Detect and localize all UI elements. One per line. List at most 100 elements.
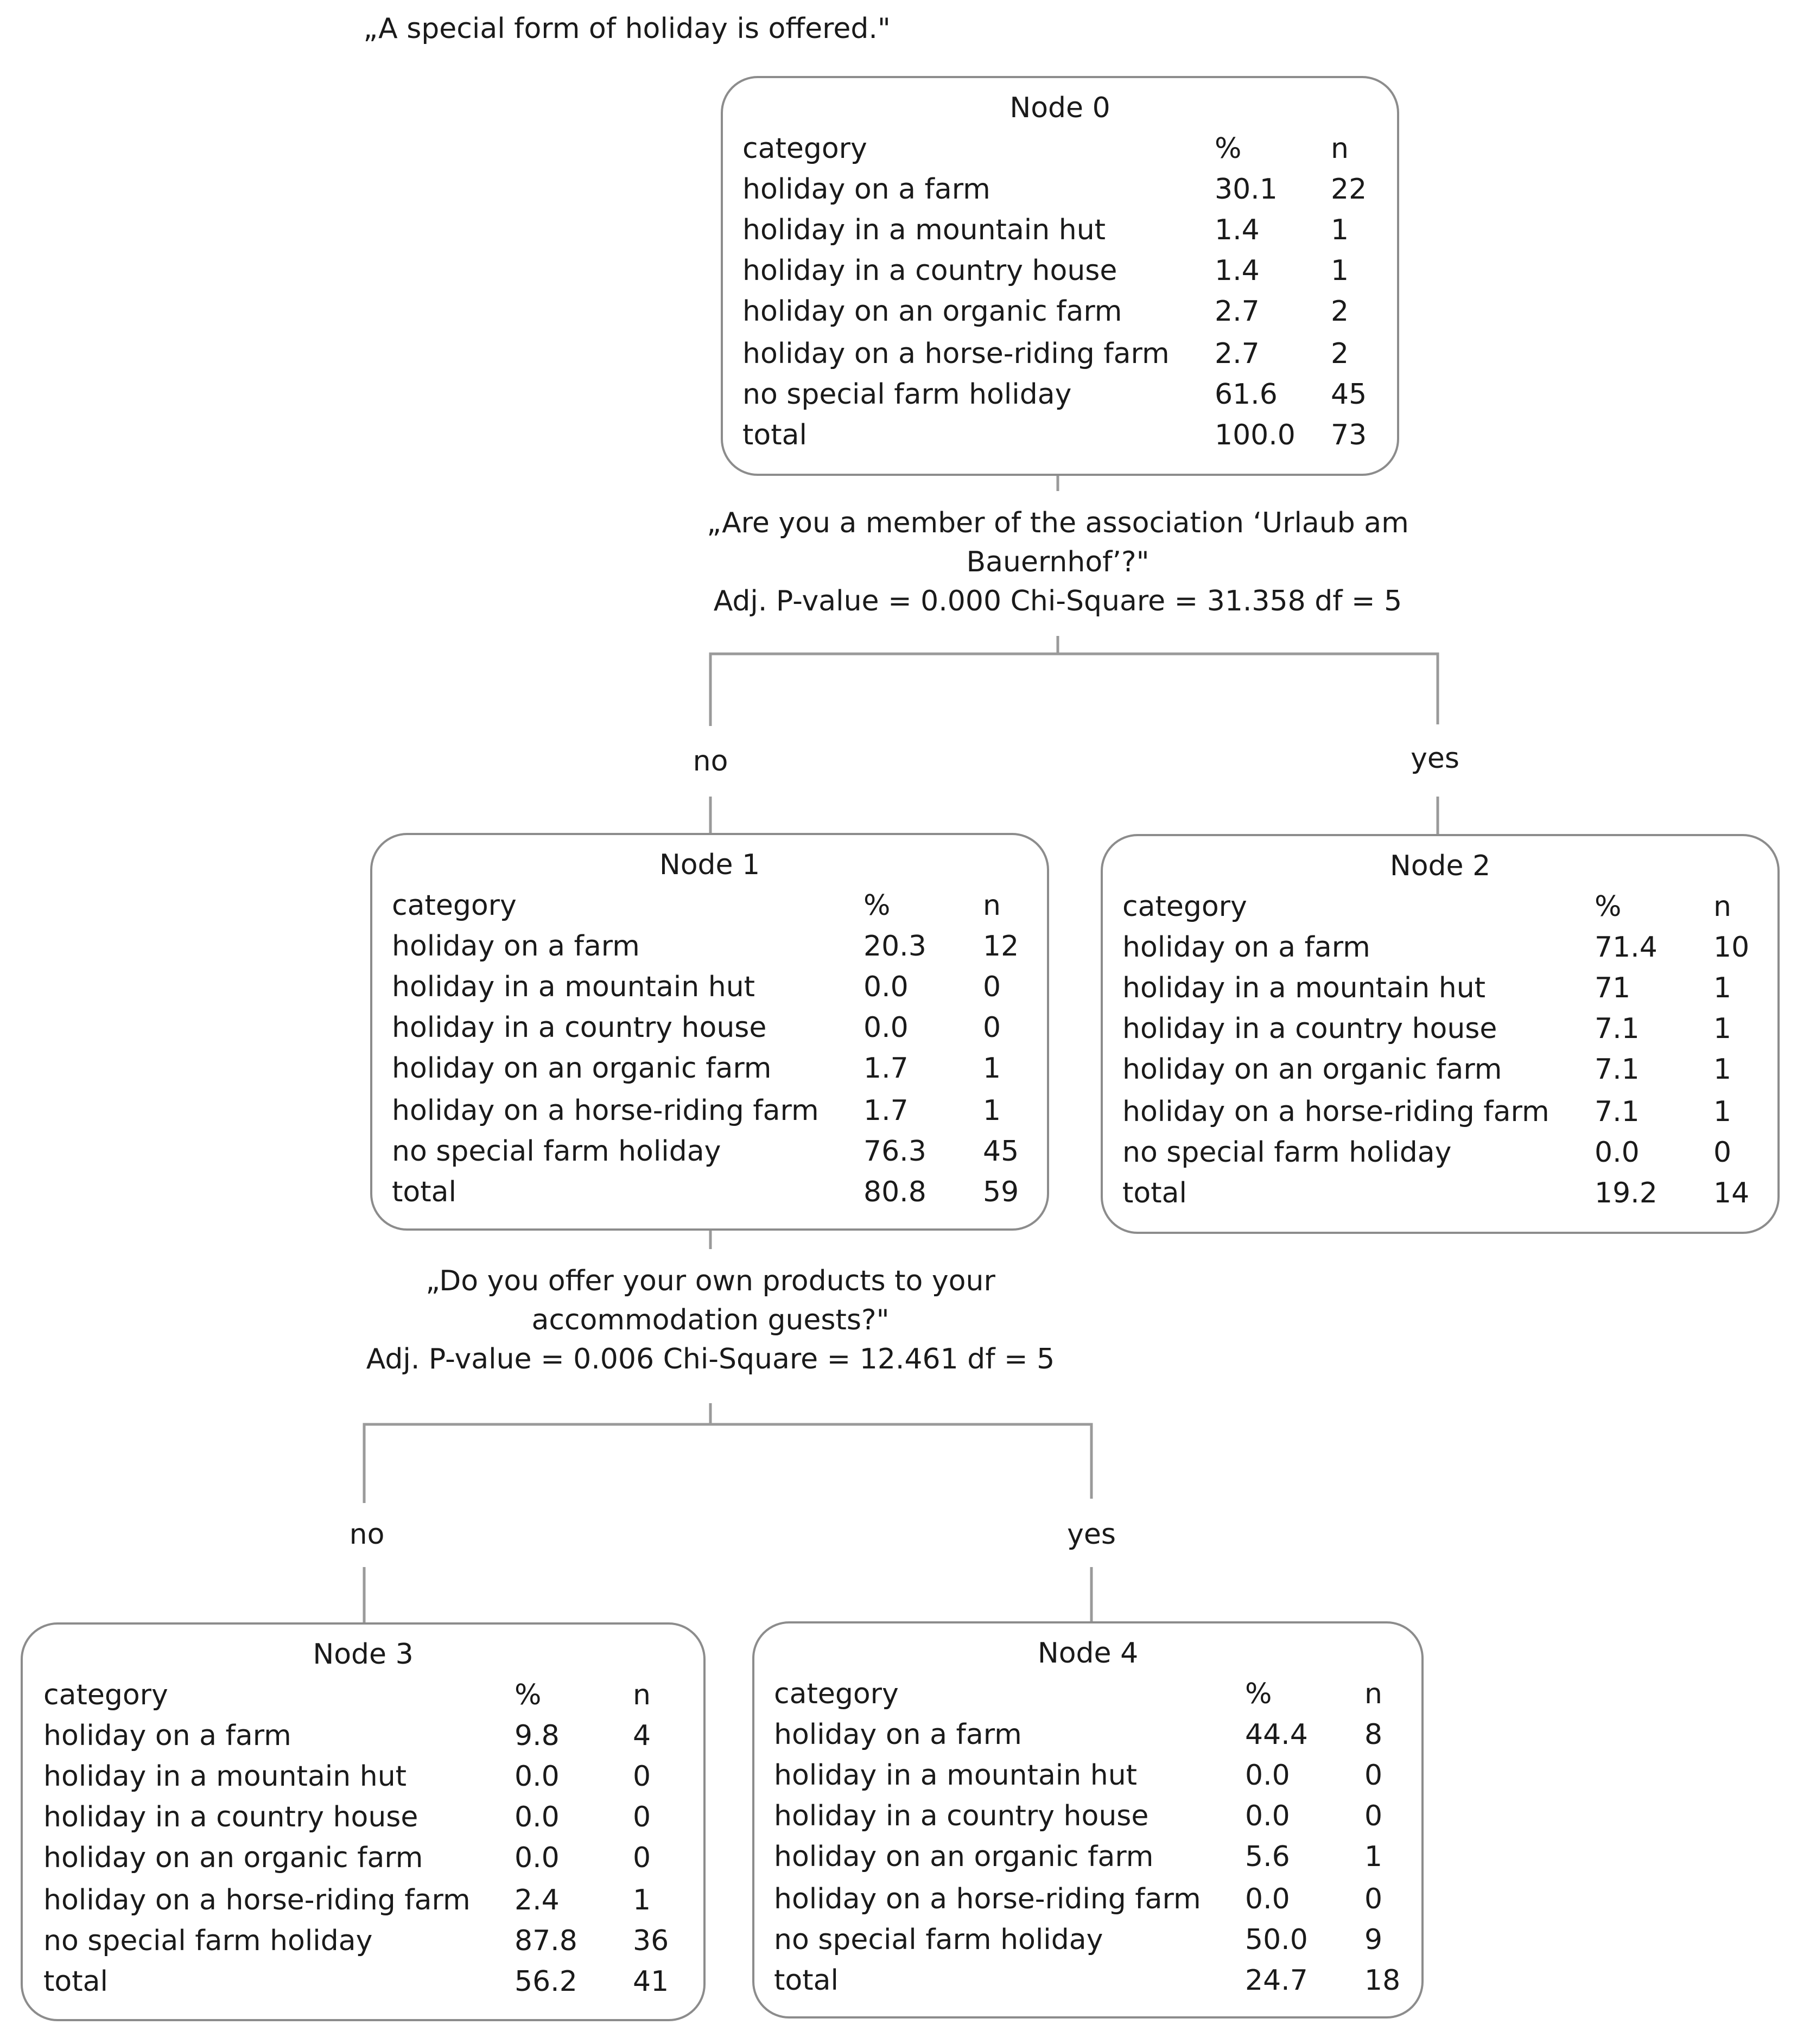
- row-category: holiday on a farm: [774, 1718, 1022, 1751]
- row-category: holiday on a farm: [742, 173, 990, 206]
- row-category: holiday on a horse-riding farm: [742, 338, 1170, 370]
- row-percent: 0.0: [863, 1011, 909, 1044]
- row-percent: 30.1: [1215, 173, 1278, 206]
- chart-title: „A special form of holiday is offered.": [363, 12, 891, 45]
- row-percent: 71.4: [1595, 931, 1658, 964]
- row-percent: 1.7: [863, 1052, 909, 1085]
- row-category: holiday in a country house: [43, 1801, 418, 1833]
- row-percent: 76.3: [863, 1135, 926, 1168]
- row-n: 1: [1364, 1841, 1383, 1873]
- node-title: Node 4: [1037, 1637, 1139, 1670]
- row-n: 1: [1713, 972, 1732, 1004]
- branch-label-yes: yes: [1381, 740, 1489, 778]
- node-total-row: total 24.7 18: [754, 1962, 1421, 2000]
- row-n: 0: [1364, 1800, 1383, 1832]
- tree-node-1: Node 1 category % n holiday on a farm 20…: [370, 833, 1049, 1231]
- tree-node-4: Node 4 category % n holiday on a farm 44…: [752, 1621, 1424, 2018]
- node-row: holiday on a farm 9.8 4: [23, 1717, 703, 1755]
- row-n: 45: [983, 1135, 1019, 1168]
- row-n: 41: [633, 1965, 669, 1998]
- row-percent: 1.4: [1215, 254, 1260, 287]
- tree-node-0: Node 0 category % n holiday on a farm 30…: [721, 76, 1399, 476]
- header-n: n: [633, 1679, 651, 1711]
- node-row: no special farm holiday 76.3 45: [372, 1132, 1047, 1170]
- row-percent: 0.0: [515, 1760, 560, 1793]
- row-n: 36: [633, 1925, 669, 1957]
- row-n: 0: [983, 1011, 1001, 1044]
- row-category: holiday in a country house: [1122, 1013, 1497, 1045]
- row-percent: 7.1: [1595, 1096, 1640, 1128]
- row-category: holiday on a horse-riding farm: [392, 1094, 819, 1127]
- row-n: 4: [633, 1720, 651, 1752]
- row-category: holiday in a country house: [742, 254, 1117, 287]
- row-percent: 5.6: [1245, 1841, 1290, 1873]
- row-category: total: [774, 1964, 839, 1997]
- node-row: holiday in a mountain hut 71 1: [1103, 969, 1777, 1007]
- node-row: no special farm holiday 61.6 45: [723, 375, 1397, 413]
- split-stats: Adj. P-value = 0.000 Chi-Square = 31.358…: [713, 585, 1402, 617]
- node-total-row: total 19.2 14: [1103, 1174, 1777, 1212]
- row-percent: 1.4: [1215, 214, 1260, 246]
- node-header-row: category % n: [23, 1676, 703, 1714]
- node-row: holiday in a country house 0.0 0: [754, 1797, 1421, 1835]
- header-percent: %: [1595, 890, 1622, 923]
- row-percent: 44.4: [1245, 1718, 1308, 1751]
- node-row: holiday on a horse-riding farm 1.7 1: [372, 1092, 1047, 1130]
- row-category: holiday on a farm: [392, 930, 640, 963]
- row-n: 1: [633, 1884, 651, 1916]
- row-category: holiday on a farm: [43, 1720, 291, 1752]
- row-percent: 80.8: [863, 1176, 926, 1208]
- node-title: Node 1: [659, 849, 760, 881]
- row-category: no special farm holiday: [43, 1925, 373, 1957]
- node-header-row: category % n: [1103, 888, 1777, 926]
- node-row: holiday on an organic farm 7.1 1: [1103, 1050, 1777, 1088]
- header-category: category: [43, 1679, 168, 1711]
- row-category: holiday in a country house: [774, 1800, 1149, 1832]
- row-category: total: [742, 419, 807, 451]
- split-question-line: Bauernhof’?": [966, 546, 1150, 578]
- row-category: holiday on an organic farm: [392, 1052, 772, 1085]
- row-n: 59: [983, 1176, 1019, 1208]
- row-percent: 0.0: [515, 1801, 560, 1833]
- node-header-row: category % n: [723, 130, 1397, 168]
- node-total-row: total 56.2 41: [23, 1963, 703, 2001]
- node-title: Node 2: [1389, 850, 1491, 882]
- header-category: category: [774, 1678, 899, 1710]
- node-total-row: total 100.0 73: [723, 416, 1397, 454]
- row-n: 2: [1331, 338, 1349, 370]
- row-category: holiday on a horse-riding farm: [774, 1883, 1201, 1915]
- row-n: 0: [1364, 1759, 1383, 1792]
- branch-label-yes: yes: [1037, 1516, 1146, 1553]
- row-n: 0: [633, 1760, 651, 1793]
- header-percent: %: [863, 889, 891, 922]
- row-n: 12: [983, 930, 1019, 963]
- node-row: no special farm holiday 0.0 0: [1103, 1134, 1777, 1171]
- split-question-line: accommodation guests?": [531, 1304, 890, 1336]
- node-row: holiday in a country house 1.4 1: [723, 252, 1397, 290]
- row-percent: 20.3: [863, 930, 926, 963]
- row-category: no special farm holiday: [392, 1135, 721, 1168]
- row-percent: 2.4: [515, 1884, 560, 1916]
- node-row: holiday on a horse-riding farm 2.4 1: [23, 1881, 703, 1919]
- node-row: holiday in a mountain hut 0.0 0: [754, 1756, 1421, 1794]
- row-n: 0: [983, 971, 1001, 1003]
- row-percent: 71: [1595, 972, 1631, 1004]
- node-row: holiday on a farm 71.4 10: [1103, 928, 1777, 966]
- row-n: 18: [1364, 1964, 1401, 1997]
- node-row: holiday on a farm 20.3 12: [372, 927, 1047, 965]
- row-category: holiday on an organic farm: [742, 295, 1122, 328]
- row-category: holiday in a mountain hut: [43, 1760, 407, 1793]
- node-row: holiday on a farm 30.1 22: [723, 170, 1397, 208]
- header-category: category: [1122, 890, 1247, 923]
- row-n: 0: [1364, 1883, 1383, 1915]
- header-n: n: [1364, 1678, 1382, 1710]
- row-category: holiday in a mountain hut: [774, 1759, 1138, 1792]
- row-category: no special farm holiday: [1122, 1136, 1452, 1169]
- row-percent: 100.0: [1215, 419, 1296, 451]
- row-percent: 0.0: [515, 1842, 560, 1874]
- header-percent: %: [515, 1679, 542, 1711]
- node-row: holiday in a mountain hut 0.0 0: [23, 1758, 703, 1795]
- row-percent: 0.0: [1245, 1759, 1290, 1792]
- row-percent: 24.7: [1245, 1964, 1308, 1997]
- row-percent: 7.1: [1595, 1013, 1640, 1045]
